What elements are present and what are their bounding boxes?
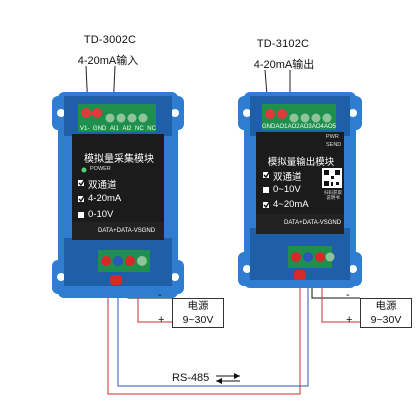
left-module: [52, 92, 184, 298]
right-top-terminal-label: AO3: [299, 124, 312, 130]
left-bottom-terminal-labels: DATA+ DATA- VS GND: [98, 228, 156, 234]
left-bottom-terminals: [101, 256, 147, 266]
left-option-3: 0-10V: [88, 209, 114, 220]
left-option-1: 双通道: [88, 180, 117, 191]
left-power-label: POWER: [90, 166, 111, 172]
right-bottom-terminals: [291, 252, 335, 262]
left-bottom-terminal-label: VS: [133, 228, 142, 234]
left-power-led: [81, 167, 87, 173]
right-option-1: 双通道: [273, 172, 302, 183]
left-top-terminal-label: AI1: [109, 126, 119, 132]
right-power-minus: -: [346, 289, 350, 301]
right-power-title: 电源: [375, 300, 397, 312]
right-module-title: 模拟量输出模块: [267, 157, 335, 168]
right-model-label: TD-3102C: [256, 38, 310, 50]
left-top-terminal-labels: V1- GND AI1 AI2 NC NC: [80, 126, 156, 132]
left-power-minus: -: [158, 289, 162, 301]
right-desc-label: 4-20mA输出: [253, 59, 315, 71]
right-option-2: 0~10V: [273, 184, 301, 195]
right-power-supply-box: 电源 9~30V: [360, 298, 412, 328]
left-power-title: 电源: [187, 300, 209, 312]
right-power-range: 9~30V: [370, 314, 402, 326]
left-option-2: 4-20mA: [88, 193, 122, 204]
right-option-checkboxes: [263, 170, 271, 209]
left-model-label: TD-3002C: [83, 34, 137, 46]
left-top-terminal-label: GND: [92, 126, 107, 132]
left-bottom-terminal-label: DATA+: [98, 228, 117, 234]
right-qr-caption: 扫码获取 说明书: [324, 190, 342, 200]
rs485-bus-label: RS-485: [172, 372, 210, 384]
right-top-terminal-label: AO1: [275, 124, 288, 130]
left-power-plus: +: [158, 314, 165, 326]
right-top-terminal-labels: GND AO1 AO2 AO3 AO4 AO5: [262, 124, 336, 130]
left-power-range: 9~30V: [182, 314, 214, 326]
bus-arrows: [216, 373, 240, 384]
left-top-terminal-label: NC: [147, 126, 156, 132]
rs485-bus-red: [107, 262, 301, 395]
left-bottom-terminal-label: DATA-: [116, 228, 134, 234]
right-power-plus: +: [346, 314, 353, 326]
right-option-3: 4~20mA: [273, 199, 309, 210]
right-top-terminals: [265, 109, 332, 123]
left-top-terminals: [81, 108, 148, 123]
right-bottom-terminal-labels: DATA+ DATA- VS GND: [284, 220, 341, 226]
left-top-terminal-label: AI2: [122, 126, 132, 132]
left-module-title: 模拟量采集模块: [84, 154, 154, 165]
right-bottom-terminal-label: VS: [319, 220, 328, 226]
right-status-send: SEND: [326, 142, 342, 148]
left-top-terminal-label: NC: [135, 126, 144, 132]
left-desc-label: 4-20mA输入: [77, 55, 139, 67]
right-bottom-terminal-label: GND: [327, 220, 342, 226]
rs485-bus-blue: [117, 262, 309, 387]
left-bottom-terminal-label: GND: [141, 228, 156, 234]
left-power-supply-box: 电源 9~30V: [172, 298, 224, 328]
right-top-terminal-label: AO2: [287, 124, 300, 130]
left-option-checkboxes: [78, 178, 86, 218]
right-top-terminal-label: AO5: [323, 124, 336, 130]
right-bottom-terminal-label: DATA-: [302, 220, 320, 226]
right-bottom-terminal-label: DATA+: [284, 220, 303, 226]
left-top-terminal-label: V1-: [80, 126, 90, 132]
right-status-pwr: PWR: [326, 134, 339, 140]
right-top-terminal-label: GND: [262, 124, 276, 130]
right-top-terminal-label: AO4: [311, 124, 324, 130]
